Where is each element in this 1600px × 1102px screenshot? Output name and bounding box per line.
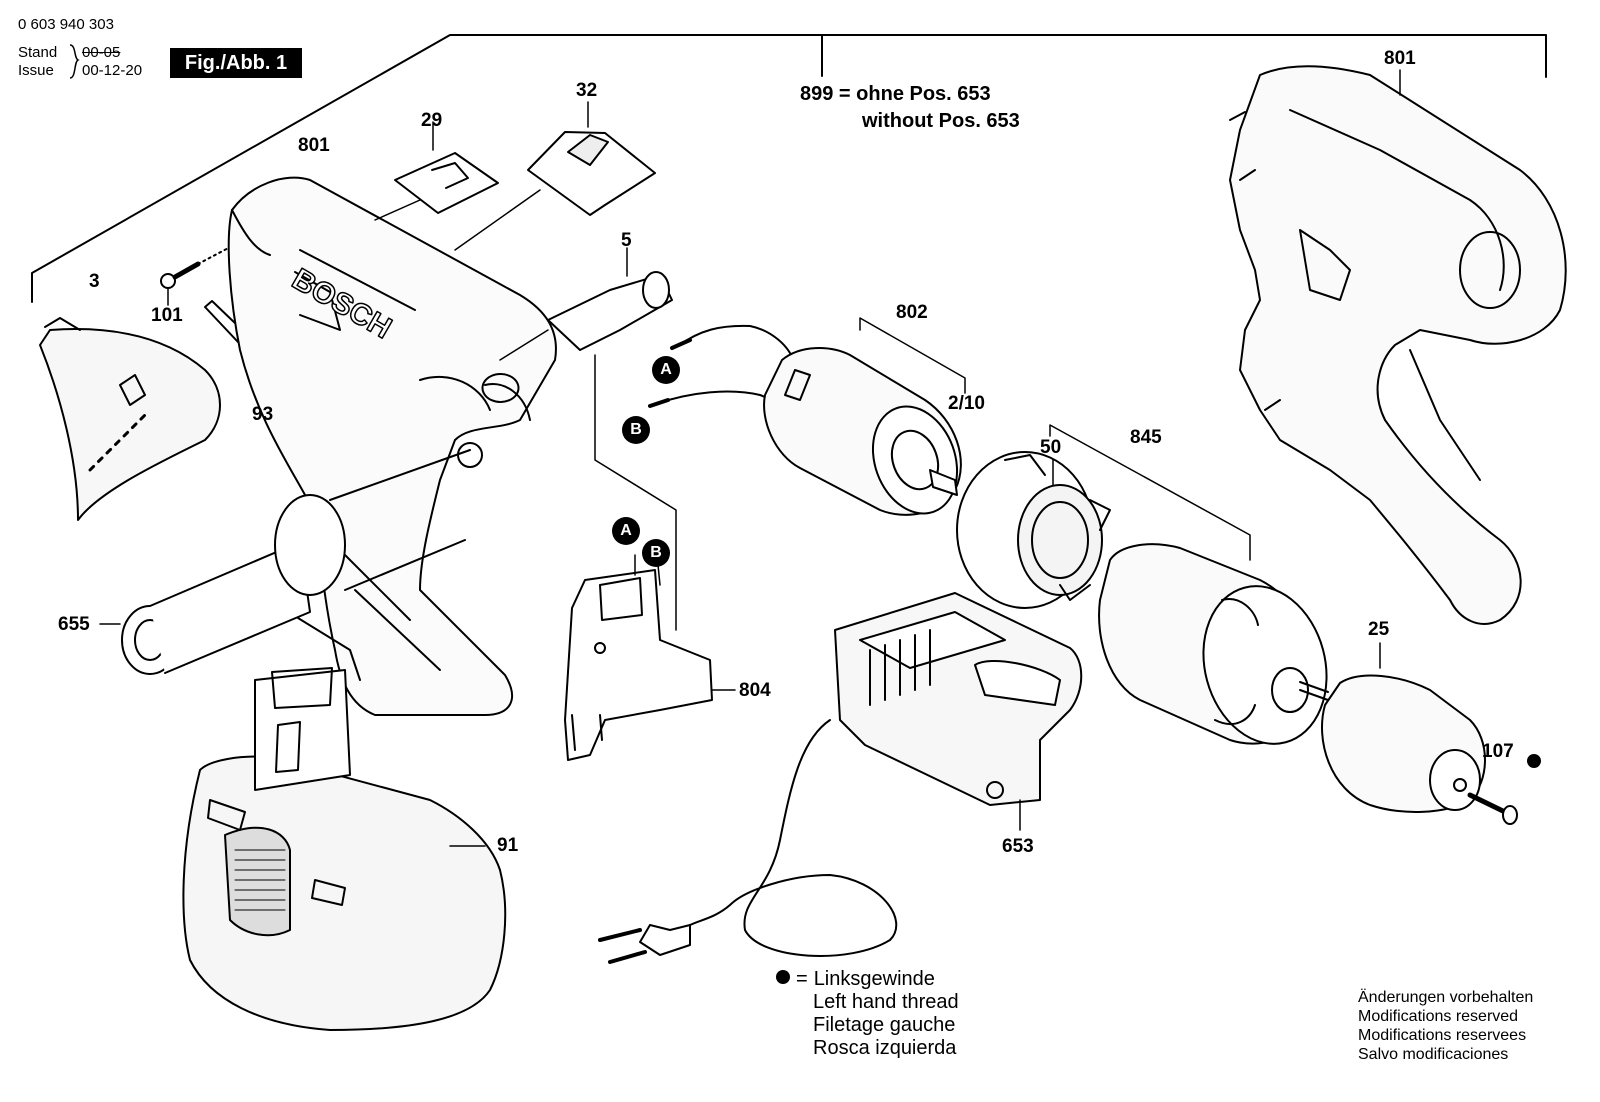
issue-date: 00-12-20 xyxy=(82,62,143,79)
switch-drawing xyxy=(564,554,736,761)
label-part-3: 3 xyxy=(89,271,100,292)
label-part-25: 25 xyxy=(1368,619,1390,640)
chuck-sleeve-drawing xyxy=(1321,642,1486,813)
label-part-91: 91 xyxy=(497,835,519,856)
note-899-line1: 899 = ohne Pos. 653 xyxy=(800,83,991,105)
battery-pack-drawing xyxy=(182,667,507,1031)
label-part-5: 5 xyxy=(621,230,632,251)
modifications-line-2: Modifications reserved xyxy=(1358,1008,1519,1025)
connector-marker-b-switch: B xyxy=(642,539,670,567)
label-part-802: 802 xyxy=(896,302,928,323)
label-part-101: 101 xyxy=(151,305,183,326)
nameplate-drawing xyxy=(374,121,499,221)
label-part-107: 107 xyxy=(1482,741,1514,762)
label-part-845: 845 xyxy=(1130,427,1162,448)
connector-marker-a-switch: A xyxy=(612,517,640,545)
figure-badge: Fig./Abb. 1 xyxy=(170,48,302,78)
label-part-653: 653 xyxy=(1002,836,1034,857)
assembly-bracket-899 xyxy=(31,34,1547,303)
legend-line-2: Left hand thread xyxy=(813,991,959,1013)
legend-line-3: Filetage gauche xyxy=(813,1014,956,1036)
label-part-801: 801 xyxy=(298,135,330,156)
charger-cable-drawing xyxy=(598,719,898,964)
label-part-804: 804 xyxy=(739,680,771,701)
housing-left-drawing: BOSCH xyxy=(227,176,557,716)
label-part-2-10: 2/10 xyxy=(948,393,985,414)
gear-ring-drawing xyxy=(956,451,1111,609)
side-cover-drawing xyxy=(39,317,221,521)
switch-slide-drawing xyxy=(499,247,673,361)
part-number: 0 603 940 303 xyxy=(18,16,114,33)
dc-motor-drawing xyxy=(763,317,966,516)
label-part-93: 93 xyxy=(252,404,274,425)
legend-equals: = xyxy=(796,968,808,990)
chuck-screw-drawing xyxy=(1467,792,1518,825)
auxiliary-handle-drawing xyxy=(99,449,471,675)
legend: =Linksgewinde Left hand thread Filetage … xyxy=(776,968,959,1060)
label-part-32: 32 xyxy=(576,80,598,101)
modifications-line-1: Änderungen vorbehalten xyxy=(1358,989,1534,1006)
label-part-29: 29 xyxy=(421,110,443,131)
housing-right-drawing xyxy=(1229,65,1567,625)
modifications-line-3: Modifications reservees xyxy=(1358,1027,1527,1044)
connector-marker-a: A xyxy=(652,356,680,384)
modifications-line-4: Salvo modificaciones xyxy=(1358,1046,1509,1063)
battery-latch-drawing xyxy=(454,101,656,251)
issue-label: Issue xyxy=(18,62,54,79)
label-part-801-right: 801 xyxy=(1384,48,1416,69)
bullet-dot-icon xyxy=(776,970,790,984)
stand-label: Stand xyxy=(18,44,58,61)
note-899-line2: without Pos. 653 xyxy=(862,110,1020,132)
connector-marker-b: B xyxy=(622,416,650,444)
legend-line-4: Rosca izquierda xyxy=(813,1037,957,1059)
label-part-50: 50 xyxy=(1040,437,1062,458)
gearbox-drawing xyxy=(1049,424,1329,745)
left-hand-thread-dot-icon xyxy=(1527,754,1541,768)
battery-charger-drawing xyxy=(834,592,1083,831)
brace-icon xyxy=(69,44,80,79)
housing-screw-drawing xyxy=(160,243,237,306)
modifications-notice: Änderungen vorbehalten Modifications res… xyxy=(1358,988,1533,1064)
stand-date: 00-05 xyxy=(82,44,121,61)
legend-line-1: Linksgewinde xyxy=(813,968,935,990)
label-part-655: 655 xyxy=(58,614,90,635)
